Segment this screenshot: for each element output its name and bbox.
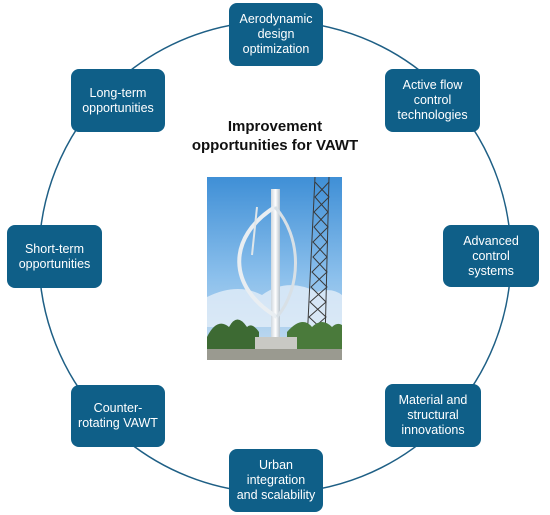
- ground: [207, 349, 342, 360]
- vawt-photo: [207, 177, 342, 360]
- node-short-term: Short-term opportunities: [7, 225, 102, 288]
- turbine-tower: [271, 189, 280, 339]
- node-aerodynamic-design: Aerodynamic design optimization: [229, 3, 323, 66]
- base-building: [255, 337, 297, 349]
- turbine-blade-right: [273, 205, 297, 318]
- diagram-title: Improvement opportunities for VAWT: [191, 118, 359, 154]
- lattice-mast: [306, 177, 330, 343]
- node-material-structural: Material and structural innovations: [385, 384, 481, 447]
- turbine-strut: [251, 206, 258, 256]
- node-active-flow-control: Active flow control technologies: [385, 69, 480, 132]
- turbine-blade-left: [237, 205, 279, 319]
- node-long-term: Long-term opportunities: [71, 69, 165, 132]
- node-urban-integration: Urban integration and scalability: [229, 449, 323, 512]
- node-advanced-control-systems: Advanced control systems: [443, 225, 539, 287]
- node-counter-rotating: Counter- rotating VAWT: [71, 385, 165, 447]
